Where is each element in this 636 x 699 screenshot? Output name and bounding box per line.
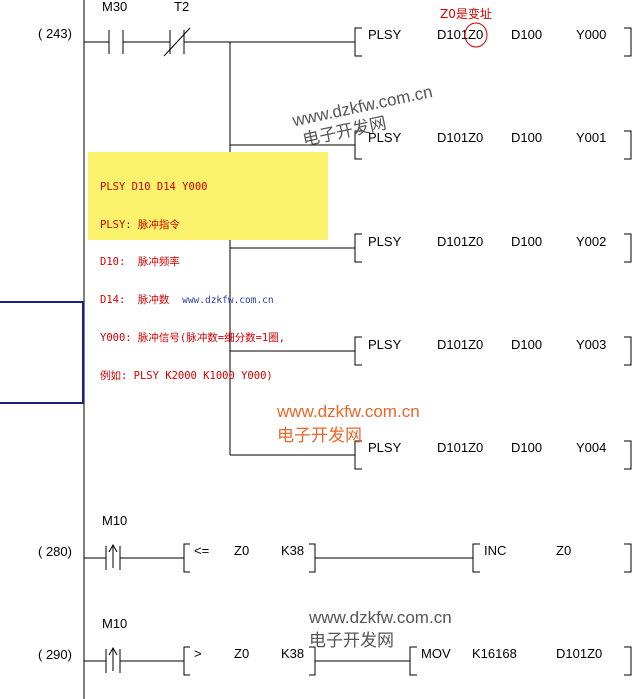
svg-text:www.dzkfw.com.cn: www.dzkfw.com.cn	[308, 608, 452, 627]
operand: D100	[511, 130, 542, 145]
watermark: www.dzkfw.com.cn 电子开发网	[290, 82, 434, 150]
contact-label: M10	[102, 513, 127, 528]
instruction-name: MOV	[421, 646, 451, 661]
contact-label: M30	[102, 0, 127, 14]
operand: D101Z0	[437, 130, 483, 145]
operand: Z0	[234, 543, 249, 558]
operand: D101Z0	[437, 440, 483, 455]
contact-label: T2	[174, 0, 189, 14]
annotation-circle	[464, 22, 488, 48]
instruction-name: PLSY	[368, 234, 402, 249]
operand: Y003	[576, 337, 606, 352]
operand: D101Z0	[437, 234, 483, 249]
note-line: PLSY D10 D14 Y000	[100, 181, 208, 193]
note-line: PLSY: 脉冲指令	[100, 218, 180, 231]
instruction-name: PLSY	[368, 337, 402, 352]
step-number: ( 290)	[38, 647, 72, 662]
instruction-plsy-y002[interactable]: PLSY D101Z0 D100 Y002	[354, 233, 632, 263]
instruction-plsy-y001[interactable]: PLSY D101Z0 D100 Y001	[354, 130, 632, 160]
operand: D100	[511, 27, 542, 42]
operand: D101Z0	[437, 27, 483, 42]
instruction-plsy-y003[interactable]: PLSY D101Z0 D100 Y003	[354, 336, 632, 366]
operand: D101Z0	[556, 646, 602, 661]
note-line: D14: 脉冲数	[100, 293, 170, 306]
contact-label: M10	[102, 616, 127, 631]
rung-290[interactable]: ( 290) M10 > Z0 K38 MOV K16168 D101Z0	[38, 616, 632, 676]
operand: K38	[281, 646, 304, 661]
comment-note[interactable]: PLSY D10 D14 Y000 PLSY: 脉冲指令 D10: 脉冲频率 D…	[88, 152, 328, 382]
compare-le[interactable]: <= Z0 K38	[183, 543, 316, 573]
operand: Y004	[576, 440, 606, 455]
rung-280[interactable]: ( 280) M10 <= Z0 K38 INC Z0	[38, 513, 632, 573]
selection-box[interactable]	[0, 301, 84, 404]
annotation-text: Z0是变址	[440, 6, 492, 21]
note-url: www.dzkfw.com.cn	[182, 294, 274, 306]
note-line: 例如: PLSY K2000 K1000 Y000)	[100, 369, 273, 382]
instruction-plsy-y004[interactable]: PLSY D101Z0 D100 Y004	[354, 440, 632, 470]
operand: K38	[281, 543, 304, 558]
instruction-name: PLSY	[368, 440, 402, 455]
operand: D101Z0	[437, 337, 483, 352]
watermark: www.dzkfw.com.cn 电子开发网	[276, 402, 420, 445]
operand: Y000	[576, 27, 606, 42]
compare-operator: >	[194, 646, 202, 661]
operand: Y001	[576, 130, 606, 145]
step-number: ( 280)	[38, 544, 72, 559]
instruction-mov[interactable]: MOV K16168 D101Z0	[409, 646, 632, 676]
operand: Z0	[234, 646, 249, 661]
instruction-name: INC	[484, 543, 506, 558]
rung-243[interactable]: ( 243) M30 T2 PLSY D101Z0 D100 Y000	[38, 0, 632, 470]
instruction-name: PLSY	[368, 27, 402, 42]
compare-operator: <=	[194, 543, 209, 558]
svg-text:电子开发网: 电子开发网	[277, 426, 362, 445]
operand: Z0	[556, 543, 571, 558]
operand: D100	[511, 440, 542, 455]
svg-text:电子开发网: 电子开发网	[309, 631, 394, 650]
operand: Y002	[576, 234, 606, 249]
operand: K16168	[472, 646, 517, 661]
watermark: www.dzkfw.com.cn 电子开发网	[308, 608, 452, 650]
compare-gt[interactable]: > Z0 K38	[183, 646, 316, 676]
step-number: ( 243)	[38, 26, 72, 41]
svg-text:www.dzkfw.com.cn: www.dzkfw.com.cn	[276, 402, 420, 421]
instruction-inc[interactable]: INC Z0	[472, 543, 632, 573]
instruction-plsy-y000[interactable]: PLSY D101Z0 D100 Y000	[354, 27, 632, 57]
operand: D100	[511, 337, 542, 352]
note-line: D10: 脉冲频率	[100, 256, 180, 268]
note-line: Y000: 脉冲信号(脉冲数=细分数=1圈,	[100, 332, 286, 344]
instruction-name: PLSY	[368, 130, 402, 145]
operand: D100	[511, 234, 542, 249]
